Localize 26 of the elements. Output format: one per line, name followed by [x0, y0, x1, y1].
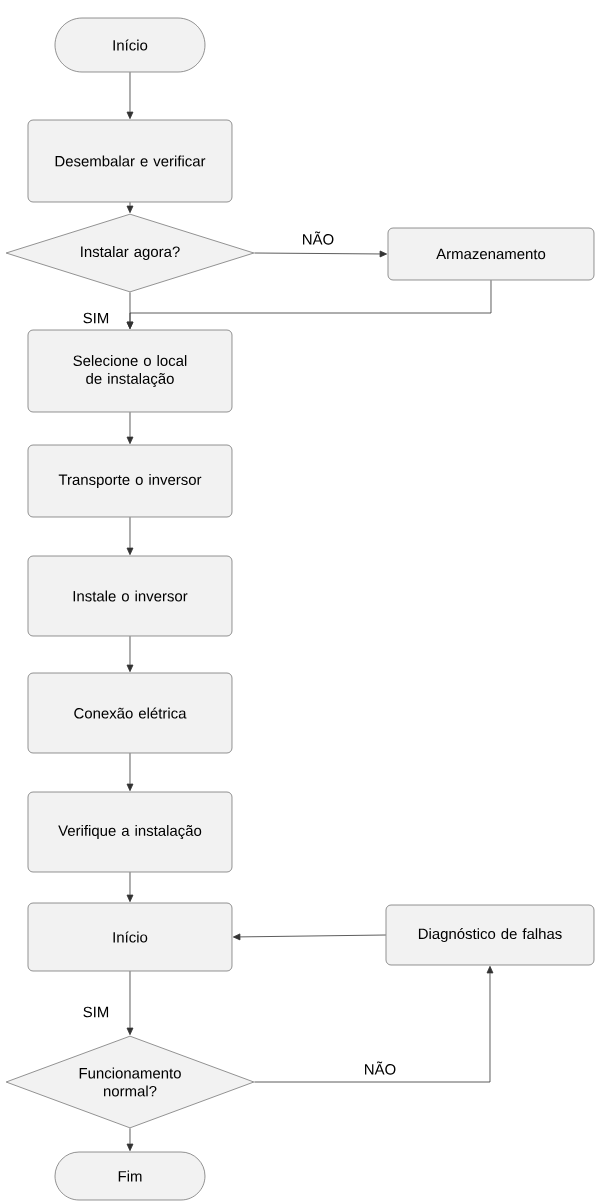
arrow — [126, 871, 134, 903]
arrow — [126, 291, 134, 330]
arrow — [126, 411, 134, 445]
process-box: Verifique a instalação — [27, 791, 233, 873]
edge-label: NÃO — [300, 230, 336, 246]
arrow — [126, 1127, 134, 1152]
arrow — [126, 752, 134, 792]
process-box: Instale o inversor — [27, 555, 233, 637]
process-box: Desembalar e verificar — [27, 119, 233, 203]
edge-label: SIM — [81, 1005, 111, 1019]
arrow — [126, 201, 134, 214]
edge-label: NÃO — [362, 1060, 398, 1076]
arrow — [126, 516, 134, 556]
edge-label: SIM — [81, 311, 111, 325]
process-box: Início — [27, 902, 233, 972]
arrow — [232, 933, 387, 941]
process-box: Selecione o local de instalação — [27, 329, 233, 413]
process-box: Diagnóstico de falhas — [385, 904, 595, 966]
process-box: Conexão elétrica — [27, 672, 233, 754]
arrow — [126, 71, 134, 120]
process-box: Transporte o inversor — [27, 444, 233, 518]
arrow — [126, 635, 134, 673]
arrow — [126, 970, 134, 1036]
process-box: Armazenamento — [387, 227, 595, 281]
arrow — [253, 965, 494, 1083]
arrow — [253, 250, 388, 258]
